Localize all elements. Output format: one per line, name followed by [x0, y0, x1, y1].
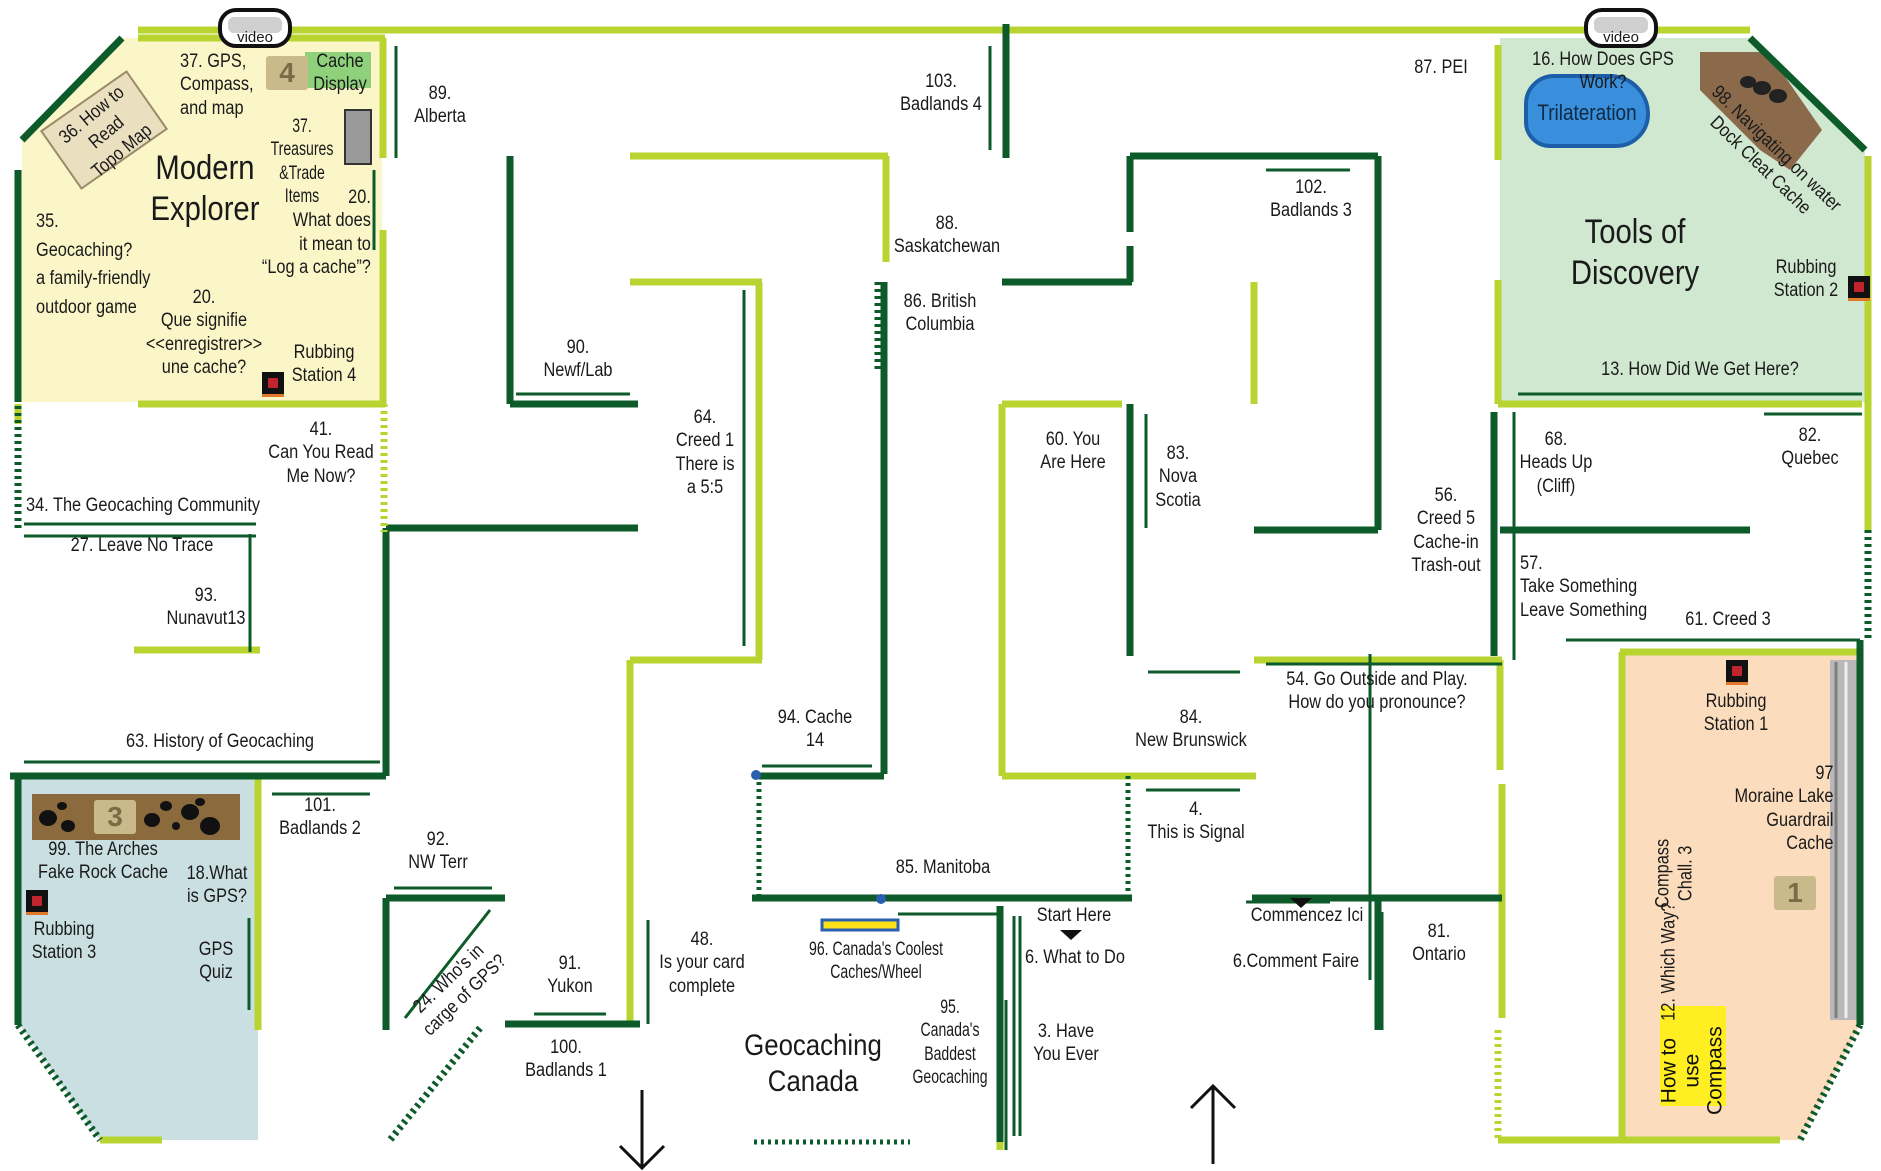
topo-map-card — [39, 70, 169, 190]
label-64-creed-1: 64. Creed 1 There is a 5:5 — [675, 407, 735, 499]
label-37-gps: 37. GPS, Compass, and map — [180, 51, 254, 119]
label-100-badlands-1: 100. Badlands 1 — [525, 1037, 607, 1082]
label-48-card-complete: 48. Is your card complete — [659, 929, 745, 997]
label-13-how-did-we-get-here: 13. How Did We Get Here? — [1601, 359, 1799, 380]
video-label-right: video — [1603, 29, 1639, 46]
label-92-nw-terr: 92. NW Terr — [408, 829, 468, 874]
dashed-openings — [14, 282, 1872, 1145]
label-89-alberta: 89. Alberta — [414, 83, 466, 128]
video-camera-icon-right: video — [1584, 8, 1658, 48]
thin-sign-rails — [18, 46, 1862, 1150]
cache-display-box — [305, 52, 371, 88]
label-88-saskatchewan: 88. Saskatchewan — [893, 213, 1001, 258]
label-102-badlands-3: 102. Badlands 3 — [1270, 177, 1352, 222]
label-rubbing-station-3: Rubbing Station 3 — [31, 919, 97, 964]
label-101-badlands-2: 101. Badlands 2 — [279, 795, 361, 840]
exit-arrow-down — [618, 1090, 666, 1171]
label-99-arches: 99. The Arches Fake Rock Cache — [38, 839, 168, 884]
label-rubbing-station-4: Rubbing Station 4 — [291, 342, 357, 387]
label-rubbing-station-1: Rubbing Station 1 — [1703, 691, 1769, 736]
dock-cleat — [1740, 76, 1787, 103]
dark-green-walls — [10, 24, 1868, 1142]
label-84-new-brunswick: 84. New Brunswick — [1135, 707, 1247, 752]
label-60-you-are-here: 60. You Are Here — [1040, 429, 1106, 474]
rubbing-station-2-icon — [1848, 276, 1870, 301]
compass-post — [1830, 660, 1858, 1020]
dashed-opening-9 — [1796, 1023, 1864, 1142]
trilateration-pond: Trilateration — [1524, 74, 1650, 148]
dark-wall-0 — [19, 35, 125, 143]
coolest-caches-wheel-bar — [820, 918, 900, 932]
label-start-here: Start Here — [1036, 905, 1112, 926]
treasures-box — [344, 109, 372, 165]
label-94-cache-14: 94. Cache 14 — [777, 707, 853, 752]
rubbing-station-4-icon — [262, 372, 284, 397]
label-20-log-a-cache: 20. What does it mean to “Log a cache”? — [261, 187, 371, 279]
badge-4: 4 — [266, 56, 308, 90]
entrance-arrow-up — [1189, 1083, 1237, 1164]
sign-rail-21 — [403, 909, 492, 1019]
label-cache-display: Cache Display — [313, 51, 367, 96]
door-dot-2 — [876, 894, 886, 904]
label-91-yukon: 91. Yukon — [547, 953, 593, 998]
badge-3: 3 — [94, 800, 136, 834]
light-green-walls — [14, 26, 1872, 1150]
start-here-marker — [1060, 930, 1082, 940]
label-35-geocaching: 35. Geocaching? a family-friendly outdoo… — [36, 211, 151, 318]
zone-title-geocaching-canada: Geocaching Canada — [744, 1029, 882, 1098]
trilateration-label: Trilateration — [1537, 100, 1637, 125]
video-label-left: video — [237, 29, 273, 46]
label-63-history: 63. History of Geocaching — [125, 731, 315, 752]
label-27-leave-no-trace: 27. Leave No Trace — [70, 535, 214, 556]
commencez-ici-marker — [1290, 898, 1312, 908]
label-4-this-is-signal: 4. This is Signal — [1147, 799, 1245, 844]
badge-1: 1 — [1774, 876, 1816, 910]
label-82-quebec: 82. Quebec — [1781, 425, 1839, 470]
zone-title-modern-explorer: Modern Explorer — [150, 149, 260, 228]
label-3-have-you-ever: 3. Have You Ever — [1033, 1021, 1099, 1066]
label-96-coolest-caches: 96. Canada's Coolest Caches/Wheel — [808, 939, 943, 984]
label-90-newf-lab: 90. Newf/Lab — [543, 337, 613, 382]
label-gps-quiz: GPS Quiz — [198, 939, 234, 984]
video-camera-icon-left: video — [218, 8, 292, 48]
label-37-treasures: 37. Treasures &Trade Items — [270, 116, 334, 208]
label-83-nova-scotia: 83. Nova Scotia — [1155, 443, 1201, 511]
label-34-geocaching-community: 34. The Geocaching Community — [26, 495, 261, 516]
label-57-take-something: 57. Take Something Leave Something — [1520, 553, 1648, 621]
label-16-how-gps-works: 16. How Does GPS Work? — [1532, 49, 1674, 94]
label-41-can-you-read: 41. Can You Read Me Now? — [268, 419, 374, 487]
label-97-moraine-lake: 97 Moraine Lake Guardrail Cache — [1734, 763, 1834, 855]
label-rubbing-station-2: Rubbing Station 2 — [1773, 257, 1839, 302]
label-81-ontario: 81. Ontario — [1412, 921, 1466, 966]
dashed-opening-6 — [15, 1022, 103, 1143]
label-68-heads-up: 68. Heads Up (Cliff) — [1519, 429, 1593, 497]
zone-title-tools-of-discovery: Tools of Discovery — [1570, 213, 1700, 292]
label-6-what-to-do: 6. What to Do — [1025, 947, 1125, 968]
dock-cleat-wood — [1700, 52, 1822, 170]
fake-rocks — [39, 798, 220, 835]
zone-station-3-fill — [20, 776, 258, 1140]
dashed-opening-7 — [387, 1025, 483, 1143]
label-6-comment-faire: 6.Comment Faire — [1232, 951, 1360, 972]
how-to-use-compass-tag: How to use Compass — [1657, 1006, 1727, 1115]
label-20-enregistrer: 20. Que signifie <<enregistrer>> une cac… — [145, 287, 263, 379]
rubbing-station-1-icon — [1726, 660, 1748, 685]
label-61-creed-3: 61. Creed 3 — [1685, 609, 1771, 630]
label-56-creed-5: 56. Creed 5 Cache-in Trash-out — [1411, 485, 1481, 577]
label-12-which-way: 12. Which Way? — [1658, 902, 1680, 1021]
rubbing-station-3-icon — [26, 890, 48, 915]
label-95-baddest: 95. Canada's Baddest Geocaching — [912, 997, 988, 1089]
door-dot-1 — [751, 770, 761, 780]
label-93-nunavut: 93. Nunavut13 — [166, 585, 246, 630]
label-87-pei: 87. PEI — [1414, 57, 1468, 78]
label-103-badlands-4: 103. Badlands 4 — [900, 71, 982, 116]
label-85-manitoba: 85. Manitoba — [895, 857, 991, 878]
dark-wall-2 — [1747, 35, 1868, 153]
label-54-go-outside: 54. Go Outside and Play. How do you pron… — [1286, 669, 1468, 714]
label-18-what-is-gps: 18.What is GPS? — [186, 863, 248, 908]
label-86-british-columbia: 86. British Columbia — [903, 291, 977, 336]
label-commencez-ici: Commencez Ici — [1250, 905, 1364, 926]
